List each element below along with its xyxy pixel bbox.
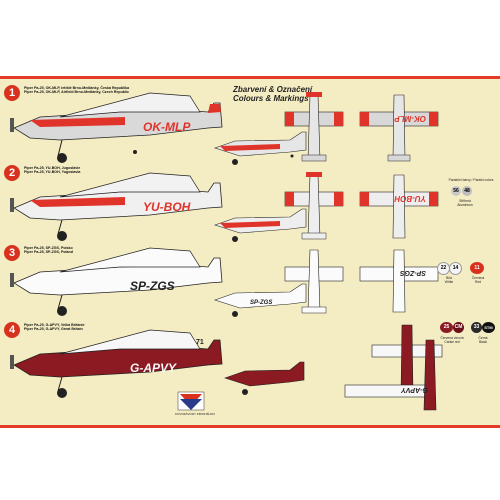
aircraft-1-side-small xyxy=(214,131,307,165)
title-line-1: Zbarvení & Označení xyxy=(233,85,313,94)
legend-white-cz: Bílá xyxy=(446,276,452,280)
legend-black-en: Black xyxy=(478,340,488,344)
caption-4-en: Piper Pa-25, G-APVY, Great Britain xyxy=(24,327,83,332)
swatch-red: 11 xyxy=(470,262,484,274)
registration-3-small: SP-ZGS xyxy=(250,300,272,306)
scheme-caption-3: Piper Pa-25, SP-ZGS, Polsko Piper Pa-25,… xyxy=(24,246,73,255)
swatch-carise-2: CM xyxy=(453,322,464,333)
caption-2-en: Piper Pa-25, YU-BOH, Yugoslavia xyxy=(24,170,81,175)
title-line-2: Colours & Markings xyxy=(233,94,309,103)
scheme-caption-1: Piper Pa-25, OK-MLP, letiště Brno-Medlán… xyxy=(24,86,129,95)
legend-aluminium-cz: Stříbrná xyxy=(459,199,471,203)
aircraft-3-top-view xyxy=(284,249,344,314)
registration-2-large: YU-BOH xyxy=(143,200,191,214)
scheme-number-3: 3 xyxy=(4,245,20,261)
aircraft-3-side-large: SP-ZGS xyxy=(10,247,223,316)
registration-1-underwing: OK-MLP xyxy=(394,114,426,123)
aircraft-1-top-view xyxy=(284,92,344,162)
caption-3-cz: Piper Pa-25, SP-ZGS, Polsko xyxy=(24,246,73,250)
legend-white-en: White xyxy=(444,280,454,284)
legend-red: Červená Red xyxy=(465,276,491,284)
scheme-caption-2: Piper Pa-25, YU-BOH, Jugoslávie Piper Pa… xyxy=(24,166,80,175)
caption-1-en: Piper Pa-25, OK-MLP, Airfield Brno-Medlá… xyxy=(24,90,129,95)
aircraft-1-bottom-view: OK-MLP xyxy=(359,94,439,162)
swatch-carise-1: 25 xyxy=(440,322,453,333)
legend-aluminium: Stříbrná Aluminium xyxy=(446,199,484,207)
aircraft-4-side-small xyxy=(224,361,305,395)
scheme-number-2: 2 xyxy=(4,165,20,181)
legend-carise-cz: Červená vínová xyxy=(440,336,464,340)
legend-red-en: Red xyxy=(474,280,482,284)
caption-4-cz: Piper Pa-25, G-APVY, Velká Británie xyxy=(24,323,85,327)
tail-number: 71 xyxy=(196,339,204,346)
sheet-title: Zbarvení & Označení Colours & Markings xyxy=(233,85,312,103)
registration-3-large: SP-ZGS xyxy=(130,279,175,293)
legend-black-cz: Černá xyxy=(478,336,488,340)
parallel-colors-label: Paralelní barvy / Paralel colors xyxy=(448,178,494,182)
registration-4-underwing: G-APVY xyxy=(400,386,428,393)
legend-black: Černá Black xyxy=(470,336,496,344)
aircraft-3-bottom-view: SP-ZGS xyxy=(359,249,439,313)
aircraft-2-side-small xyxy=(214,208,307,242)
swatch-aluminium-2: 48 xyxy=(462,186,472,196)
scheme-number-4: 4 xyxy=(4,322,20,338)
registration-4-large: G-APVY xyxy=(130,361,177,375)
registration-2-underwing: YU-BOH xyxy=(394,194,426,203)
legend-red-cz: Červená xyxy=(471,276,485,280)
caption-1-cz: Piper Pa-25, OK-MLP, letiště Brno-Medlán… xyxy=(24,86,130,90)
aircraft-2-top-view xyxy=(284,172,344,240)
legend-carise-en: Carise red xyxy=(444,340,460,344)
scheme-caption-4: Piper Pa-25, G-APVY, Velká Británie Pipe… xyxy=(24,323,85,332)
swatch-aluminium-1: 56 xyxy=(451,186,461,196)
aircraft-2-side-large: YU-BOH xyxy=(10,172,223,241)
swatch-black-2: STM xyxy=(482,322,495,333)
aircraft-3-side-small: SP-ZGS xyxy=(214,283,307,317)
swatch-black-1: 33 xyxy=(471,322,482,333)
registration-3-underwing: SP-ZGS xyxy=(400,269,426,276)
legend-carise: Červená vínová Carise red xyxy=(436,336,468,344)
aircraft-4-side-large: G-APVY 71 xyxy=(10,329,223,398)
swatch-white-2: 14 xyxy=(449,262,462,275)
kovozavody-logo xyxy=(177,391,205,411)
aircraft-4-bottom-view: G-APVY xyxy=(344,339,437,411)
registration-1-large: OK-MLP xyxy=(143,120,191,134)
scheme-number-1: 1 xyxy=(4,85,20,101)
caption-3-en: Piper Pa-25, SP-ZGS, Poland xyxy=(24,250,73,255)
legend-white: Bílá White xyxy=(434,276,464,284)
aircraft-1-side-large: OK-MLP xyxy=(10,92,223,163)
caption-2-cz: Piper Pa-25, YU-BOH, Jugoslávie xyxy=(24,166,81,170)
logo-text: KOVOZÁVODY PROSTĚJOV xyxy=(175,412,215,416)
aircraft-2-bottom-view: YU-BOH xyxy=(359,174,439,239)
legend-aluminium-en: Aluminium xyxy=(457,203,473,207)
